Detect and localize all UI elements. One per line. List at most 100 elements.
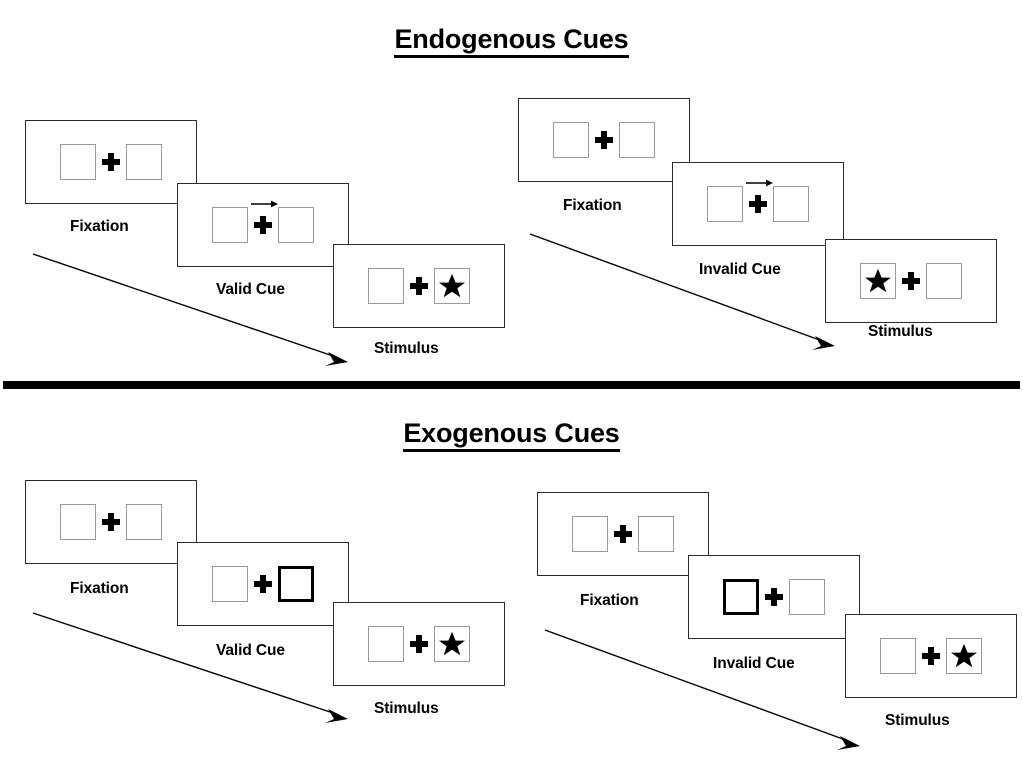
time-arrow-endogenous-valid — [32, 253, 348, 366]
frame-content — [178, 184, 348, 266]
left-box — [707, 186, 743, 222]
fixation-cross-icon — [589, 122, 619, 158]
stimulus-row — [60, 504, 162, 540]
left-box-cued — [723, 579, 759, 615]
frame-exogenous-invalid-fixation[interactable] — [537, 492, 709, 576]
label-exogenous-valid-stimulus: Stimulus — [374, 700, 439, 717]
right-box — [789, 579, 825, 615]
arrow-right-cue-icon — [251, 200, 278, 208]
right-box — [278, 207, 314, 243]
stimulus-row — [212, 566, 314, 602]
label-endogenous-invalid-stimulus: Stimulus — [868, 323, 933, 340]
label-exogenous-valid-fixation: Fixation — [70, 580, 129, 597]
label-endogenous-valid-stimulus: Stimulus — [374, 340, 439, 357]
stimulus-row — [60, 144, 162, 180]
fixation-cross-icon — [96, 144, 126, 180]
frame-endogenous-valid-stimulus[interactable] — [333, 244, 505, 328]
label-endogenous-invalid-cue: Invalid Cue — [699, 261, 781, 278]
frame-exogenous-invalid-cue[interactable] — [688, 555, 860, 639]
frame-endogenous-valid-cue[interactable] — [177, 183, 349, 267]
label-exogenous-invalid-cue: Invalid Cue — [713, 655, 795, 672]
stimulus-row — [860, 263, 962, 299]
right-box-with-target — [434, 626, 470, 662]
frame-endogenous-invalid-fixation[interactable] — [518, 98, 690, 182]
frame-content — [178, 543, 348, 625]
stimulus-row — [212, 200, 314, 243]
frame-endogenous-invalid-stimulus[interactable] — [825, 239, 997, 323]
stimulus-row — [707, 179, 809, 222]
frame-endogenous-valid-fixation[interactable] — [25, 120, 197, 204]
section-divider — [3, 381, 1020, 389]
left-box — [212, 207, 248, 243]
section-title-exogenous: Exogenous Cues — [0, 418, 1023, 452]
frame-content — [26, 121, 196, 203]
frame-endogenous-invalid-cue[interactable] — [672, 162, 844, 246]
fixation-cross-icon — [759, 579, 789, 615]
frame-exogenous-valid-fixation[interactable] — [25, 480, 197, 564]
frame-content — [826, 240, 996, 322]
time-arrow-exogenous-valid — [32, 612, 348, 723]
left-box — [368, 626, 404, 662]
label-exogenous-valid-cue: Valid Cue — [216, 642, 285, 659]
fixation-cross-icon — [608, 516, 638, 552]
right-box — [619, 122, 655, 158]
frame-exogenous-invalid-stimulus[interactable] — [845, 614, 1017, 698]
section-title-endogenous: Endogenous Cues — [0, 24, 1023, 58]
frame-content — [846, 615, 1016, 697]
right-box — [773, 186, 809, 222]
frame-content — [26, 481, 196, 563]
fixation-cross-icon — [896, 263, 926, 299]
section-title-exogenous-text: Exogenous Cues — [403, 418, 620, 452]
left-box — [368, 268, 404, 304]
stimulus-row — [553, 122, 655, 158]
section-title-endogenous-text: Endogenous Cues — [394, 24, 629, 58]
left-box — [553, 122, 589, 158]
star-icon — [439, 631, 465, 656]
stimulus-row — [880, 638, 982, 674]
left-box — [60, 144, 96, 180]
fixation-cross-icon — [248, 200, 278, 243]
left-box — [572, 516, 608, 552]
frame-content — [538, 493, 708, 575]
fixation-cross-icon — [248, 566, 278, 602]
frame-content — [689, 556, 859, 638]
right-box — [638, 516, 674, 552]
left-box — [880, 638, 916, 674]
star-icon — [951, 643, 977, 668]
arrow-right-cue-icon — [746, 179, 773, 187]
label-endogenous-invalid-fixation: Fixation — [563, 197, 622, 214]
label-endogenous-valid-fixation: Fixation — [70, 218, 129, 235]
frame-content — [334, 245, 504, 327]
right-box — [926, 263, 962, 299]
fixation-cross-icon — [404, 626, 434, 662]
right-box — [126, 504, 162, 540]
time-arrow-exogenous-invalid — [544, 629, 860, 750]
stimulus-row — [723, 579, 825, 615]
section-exogenous: Exogenous Cues Fixation Valid Cue — [0, 392, 1023, 767]
frame-content — [334, 603, 504, 685]
fixation-cross-icon — [96, 504, 126, 540]
stimulus-row — [368, 268, 470, 304]
left-box-with-target — [860, 263, 896, 299]
right-box-cued — [278, 566, 314, 602]
star-icon — [439, 273, 465, 298]
frame-content — [519, 99, 689, 181]
label-endogenous-valid-cue: Valid Cue — [216, 281, 285, 298]
right-box-with-target — [434, 268, 470, 304]
left-box — [212, 566, 248, 602]
stimulus-row — [572, 516, 674, 552]
fixation-cross-icon — [404, 268, 434, 304]
time-arrow-endogenous-invalid — [529, 233, 835, 350]
section-endogenous: Endogenous Cues Fixation — [0, 24, 1023, 366]
label-exogenous-invalid-fixation: Fixation — [580, 592, 639, 609]
fixation-cross-icon — [743, 179, 773, 222]
star-icon — [865, 268, 891, 293]
frame-content — [673, 163, 843, 245]
right-box-with-target — [946, 638, 982, 674]
label-exogenous-invalid-stimulus: Stimulus — [885, 712, 950, 729]
right-box — [126, 144, 162, 180]
frame-exogenous-valid-stimulus[interactable] — [333, 602, 505, 686]
stimulus-row — [368, 626, 470, 662]
frame-exogenous-valid-cue[interactable] — [177, 542, 349, 626]
left-box — [60, 504, 96, 540]
